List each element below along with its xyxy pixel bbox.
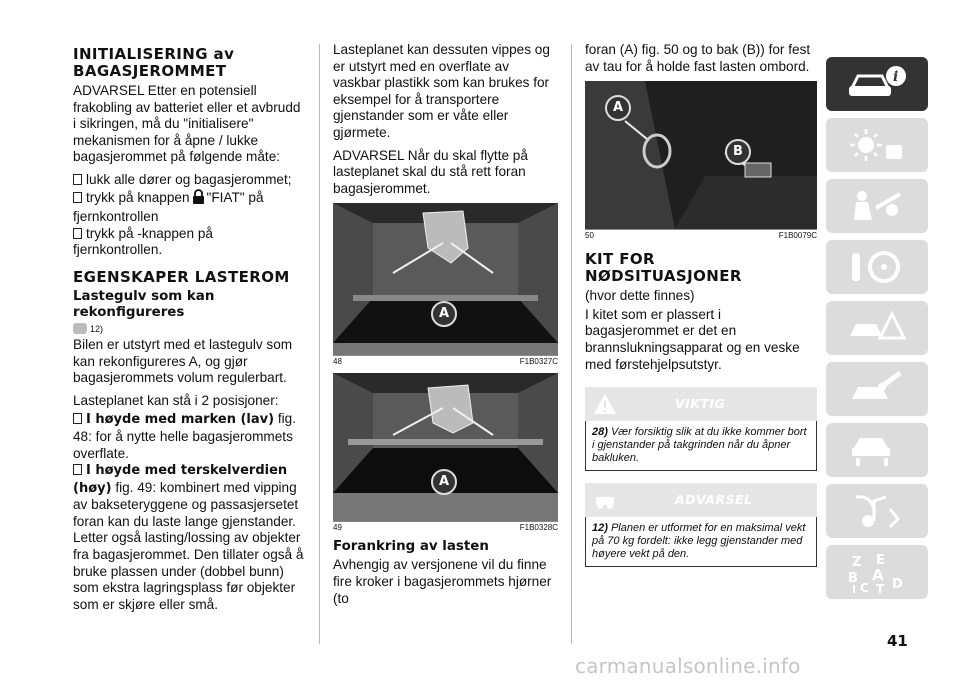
dashboard-lights-icon <box>850 129 902 161</box>
figure-50-image: A B <box>585 81 817 231</box>
figure-49-image: A <box>333 373 558 523</box>
bullet-press-trunk: trykk på -knappen på fjernkontrollen. <box>73 225 213 258</box>
note-viktig-header: VIKTIG <box>585 387 817 422</box>
bullet-box-icon <box>73 173 82 185</box>
callout-a: A <box>431 469 457 496</box>
paragraph-lastegulv: Bilen er utstyrt med et lastegulv som ka… <box>73 336 293 386</box>
tab-index[interactable]: Z E B A C T D I <box>826 545 928 599</box>
svg-text:A: A <box>872 566 884 584</box>
heading-egenskaper: EGENSKAPER LASTEROM <box>73 267 290 286</box>
svg-text:Z: Z <box>852 555 861 570</box>
note-advarsel-title: ADVARSEL <box>675 492 753 508</box>
subheading-lastegulv: Lastegulv som kan rekonfigureres <box>73 288 215 320</box>
tab-dashboard-lights[interactable] <box>826 118 928 172</box>
note-viktig-title: VIKTIG <box>675 396 726 412</box>
tab-maintenance[interactable] <box>826 423 928 477</box>
car-wheel-warning-icon <box>596 497 614 510</box>
bullet-position-high: I høyde med terskelverdien (høy) fig. 49… <box>73 463 304 612</box>
subheading-forankring: Forankring av lasten <box>333 539 489 555</box>
paragraph-fest: foran (A) fig. 50 og to bak (B)) for fes… <box>585 42 811 74</box>
watermark: carmanualsonline.info <box>575 654 801 678</box>
note-advarsel-body: 12) Planen er utformet for en maksimal v… <box>585 517 817 568</box>
column-divider <box>571 44 572 644</box>
svg-text:E: E <box>876 553 885 568</box>
svg-text:I: I <box>852 583 856 594</box>
heading-kit: KIT FOR NØDSITUASJONER <box>585 250 742 286</box>
svg-text:T: T <box>876 582 885 594</box>
paragraph-advarsel-flytte: ADVARSEL Når du skal flytte på lasteplan… <box>333 147 528 196</box>
steering-key-icon <box>852 251 900 283</box>
warning-triangle-icon <box>594 394 616 415</box>
callout-a: A <box>431 301 457 328</box>
column-2: Lasteplanet kan dessuten vippes og er ut… <box>333 42 558 613</box>
svg-text:i: i <box>893 69 898 85</box>
car-info-icon: i <box>849 66 906 96</box>
column-3: foran (A) fig. 50 og to bak (B)) for fes… <box>585 42 817 579</box>
bullet-position-low: I høyde med marken (lav) fig. 48: for å … <box>73 411 296 461</box>
note-advarsel-header: ADVARSEL <box>585 483 817 518</box>
paragraph-kroker: Avhengig av versjonene vil du finne fire… <box>333 557 552 606</box>
car-lift-icon <box>852 438 890 466</box>
tab-multimedia[interactable] <box>826 484 928 538</box>
bullet-box-icon <box>73 191 82 203</box>
bullet-box-icon <box>73 413 82 425</box>
tab-starting-driving[interactable] <box>826 240 928 294</box>
callout-b: B <box>725 139 751 166</box>
svg-text:B: B <box>848 571 858 586</box>
alphabet-index-icon: Z E B A C T D I <box>848 553 903 594</box>
figure-48-image: A <box>333 203 558 357</box>
bullet-close-doors: lukk alle dører og bagasjerommet; <box>73 172 305 189</box>
svg-text:C: C <box>860 581 869 594</box>
bullet-box-icon <box>73 227 82 239</box>
paragraph-positions: Lasteplanet kan stå i 2 posisjoner: <box>73 392 279 408</box>
chapter-tabs: i Z E B A C T D I <box>826 57 928 606</box>
airbag-seat-icon <box>854 191 902 220</box>
note-viktig-body: 28) Vær forsiktig slik at du ikke kommer… <box>585 421 817 472</box>
tab-safety[interactable] <box>826 179 928 233</box>
tab-car-info[interactable]: i <box>826 57 928 111</box>
paragraph-lasteplan-vipp: Lasteplanet kan dessuten vippes og er ut… <box>333 42 550 140</box>
paragraph-hvor: (hvor dette finnes) <box>585 288 695 304</box>
heading-initialisering: INITIALISERING av BAGASJEROMMET <box>73 45 235 80</box>
warning-triangle-car-icon <box>850 310 907 340</box>
column-1: INITIALISERING av BAGASJEROMMET ADVARSEL… <box>73 42 305 613</box>
wrench-car-icon <box>852 371 902 399</box>
column-divider <box>319 44 320 644</box>
svg-text:D: D <box>892 577 903 592</box>
warning-hand-icon <box>73 322 87 334</box>
bullet-box-icon <box>73 464 82 476</box>
tab-warning-lights[interactable] <box>826 301 928 355</box>
note-reference: 12) <box>73 322 305 335</box>
tab-emergency[interactable] <box>826 362 928 416</box>
padlock-icon <box>192 188 205 210</box>
callout-a: A <box>605 95 631 122</box>
paragraph-kit-innhold: I kitet som er plassert i bagasjerommet … <box>585 306 800 372</box>
page-number: 41 <box>887 632 908 650</box>
music-phone-icon <box>855 495 901 529</box>
paragraph-advarsel-init: ADVARSEL Etter en potensiell frakobling … <box>73 83 301 165</box>
bullet-press-lock: trykk på knappen"FIAT" på fjernkontrolle… <box>73 188 264 225</box>
